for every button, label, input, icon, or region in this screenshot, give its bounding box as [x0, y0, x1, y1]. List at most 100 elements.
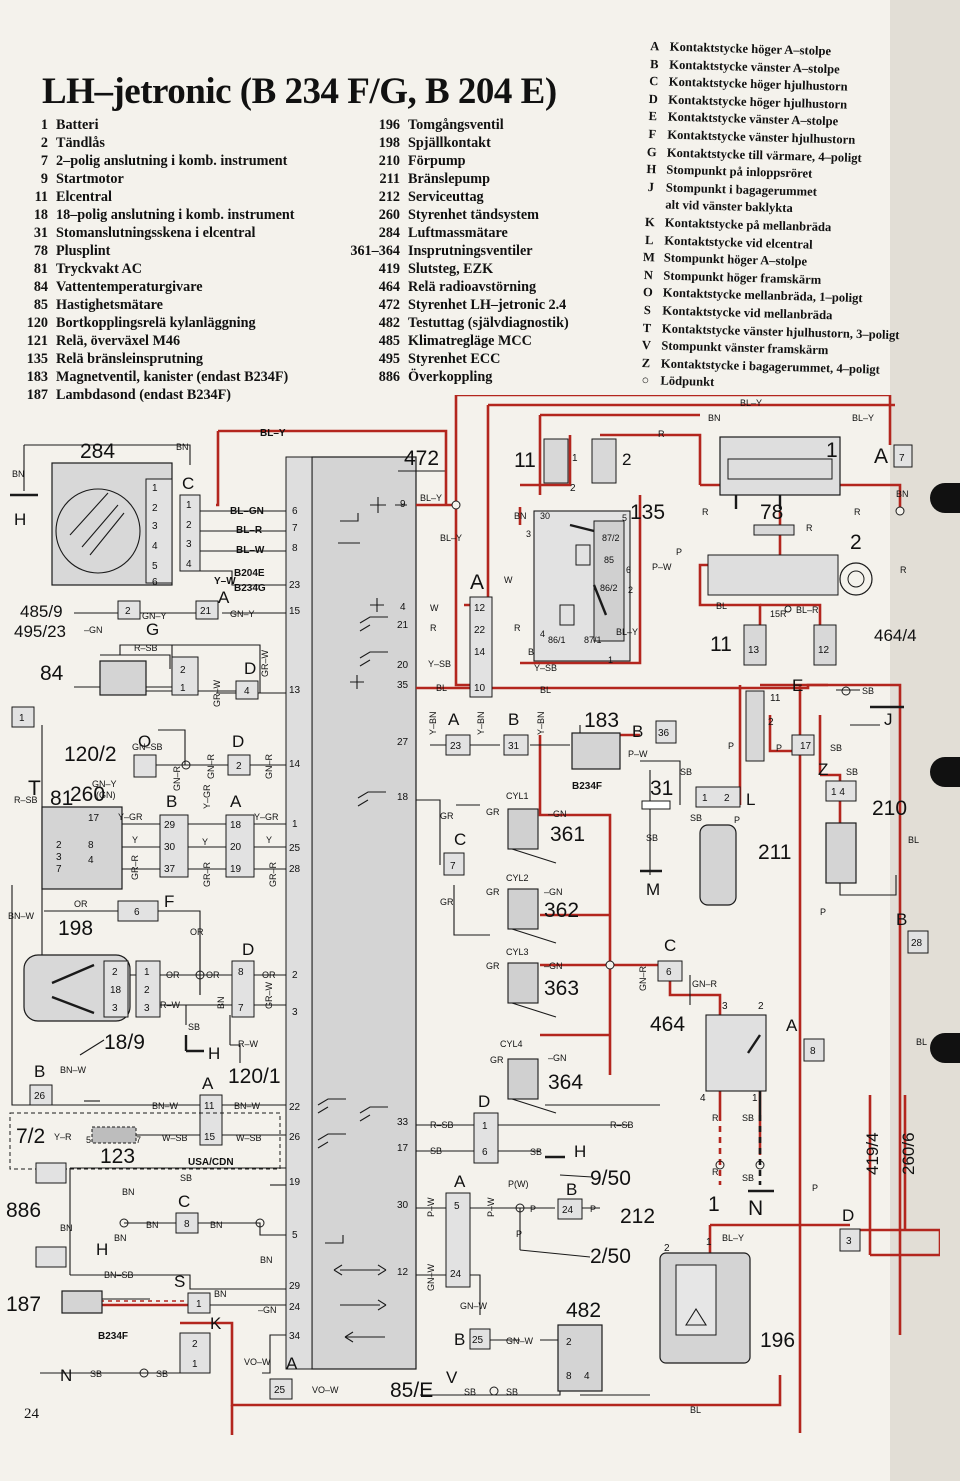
svg-text:12: 12: [397, 1267, 409, 1278]
svg-text:P: P: [812, 1183, 818, 1193]
svg-text:21: 21: [397, 620, 409, 631]
legend-label: Relä bränsleinsprutning: [56, 351, 204, 367]
power-wires-dashed: [100, 1115, 762, 1302]
svg-text:CYL1: CYL1: [506, 791, 529, 801]
legend-code: 18: [33, 207, 48, 223]
svg-text:GR: GR: [490, 1055, 504, 1065]
svg-text:BL–R: BL–R: [796, 605, 819, 615]
pre-pump-210: 1 4 210 BL: [825, 780, 919, 896]
svg-text:3: 3: [56, 852, 62, 863]
svg-text:35: 35: [397, 680, 409, 691]
legend-code: F: [648, 127, 657, 142]
legend-label: Kontaktstycke vid mellanbräda: [662, 303, 833, 323]
svg-text:SB: SB: [188, 1022, 200, 1032]
ignition-control-unit-260: 260 17 237 84 R–SB Y–GR Y GR–R: [14, 783, 143, 890]
svg-text:–GN: –GN: [548, 809, 567, 819]
svg-text:2: 2: [768, 717, 774, 728]
legend-code: 210: [378, 153, 400, 169]
svg-text:485/9: 485/9: [20, 602, 63, 621]
svg-text:123: 123: [100, 1145, 135, 1168]
svg-text:23: 23: [289, 580, 301, 591]
svg-text:W: W: [430, 603, 439, 613]
svg-text:3: 3: [526, 529, 531, 539]
svg-text:SB: SB: [690, 813, 702, 823]
svg-text:86/2: 86/2: [600, 583, 618, 593]
svg-text:R–SB: R–SB: [134, 643, 158, 653]
legend-label: Stompunkt vänster framskärm: [661, 338, 829, 358]
svg-text:BN: BN: [60, 1223, 73, 1233]
svg-text:K: K: [210, 1314, 222, 1333]
svg-text:183: 183: [584, 709, 619, 732]
legend-code: C: [649, 74, 659, 89]
svg-text:F: F: [164, 892, 174, 911]
svg-text:24: 24: [562, 1205, 574, 1216]
svg-text:33: 33: [397, 1117, 409, 1128]
svg-text:CYL3: CYL3: [506, 947, 529, 957]
svg-text:P: P: [820, 907, 826, 917]
svg-text:R: R: [854, 507, 861, 517]
svg-text:B: B: [34, 1062, 45, 1081]
svg-text:SB: SB: [862, 686, 874, 696]
svg-text:BN: BN: [214, 1289, 227, 1299]
svg-text:BN: BN: [146, 1220, 159, 1230]
svg-text:H: H: [574, 1142, 586, 1161]
legend-label: Insprutningsventiler: [408, 243, 533, 259]
svg-text:C: C: [182, 474, 194, 493]
svg-text:464/4: 464/4: [874, 626, 917, 645]
svg-text:OR: OR: [262, 970, 276, 980]
svg-text:12: 12: [474, 603, 486, 614]
svg-text:13: 13: [289, 685, 301, 696]
legend-code: T: [642, 320, 652, 335]
svg-text:BN–W: BN–W: [8, 911, 35, 921]
svg-text:BL: BL: [716, 601, 727, 611]
svg-text:D: D: [842, 1206, 854, 1225]
svg-text:–GN: –GN: [84, 625, 103, 635]
svg-text:R–SB: R–SB: [430, 1120, 454, 1130]
svg-text:P–W: P–W: [486, 1197, 496, 1217]
legend-code: 183: [26, 369, 48, 385]
svg-text:C: C: [178, 1192, 190, 1211]
svg-text:2: 2: [112, 967, 118, 978]
legend-label: Luftmassmätare: [408, 225, 508, 241]
ecu-472-label: 472: [404, 447, 439, 470]
svg-text:7: 7: [450, 861, 456, 872]
svg-text:GN–Y: GN–Y: [92, 779, 117, 789]
svg-text:GN–R: GN–R: [264, 753, 274, 779]
svg-text:BL–GN: BL–GN: [230, 506, 264, 517]
svg-text:D: D: [242, 940, 254, 959]
svg-text:P(W): P(W): [508, 1179, 529, 1189]
svg-text:VO–W: VO–W: [312, 1385, 339, 1395]
svg-text:R–W: R–W: [160, 1000, 181, 1010]
svg-text:4: 4: [88, 855, 94, 866]
legend-label: Styrenhet tändsystem: [408, 207, 539, 223]
svg-text:211: 211: [758, 841, 791, 864]
svg-text:R: R: [430, 623, 437, 633]
svg-text:CYL2: CYL2: [506, 873, 529, 883]
svg-text:27: 27: [397, 737, 409, 748]
svg-text:A: A: [286, 1354, 298, 1373]
svg-text:6: 6: [152, 577, 158, 588]
svg-text:T: T: [28, 777, 41, 800]
legend-label: Kontaktstycke vänster A–stolpe: [667, 109, 839, 129]
svg-text:R: R: [900, 565, 907, 575]
svg-text:R: R: [514, 623, 521, 633]
svg-text:SB: SB: [90, 1369, 102, 1379]
legend-code: 211: [379, 171, 401, 187]
legend-label: Serviceuttag: [408, 189, 484, 205]
svg-text:11: 11: [514, 449, 536, 472]
ignition-switch-2: 2 15R BL–R BL: [707, 531, 873, 619]
legend-code: 187: [26, 387, 48, 403]
legend-label: Kontaktstycke vid elcentral: [664, 233, 813, 252]
legend-code: M: [642, 250, 656, 265]
legend-label: 18–polig anslutning i komb. instrument: [56, 207, 295, 223]
legend-code: 31: [33, 225, 48, 241]
svg-text:18: 18: [110, 985, 122, 996]
